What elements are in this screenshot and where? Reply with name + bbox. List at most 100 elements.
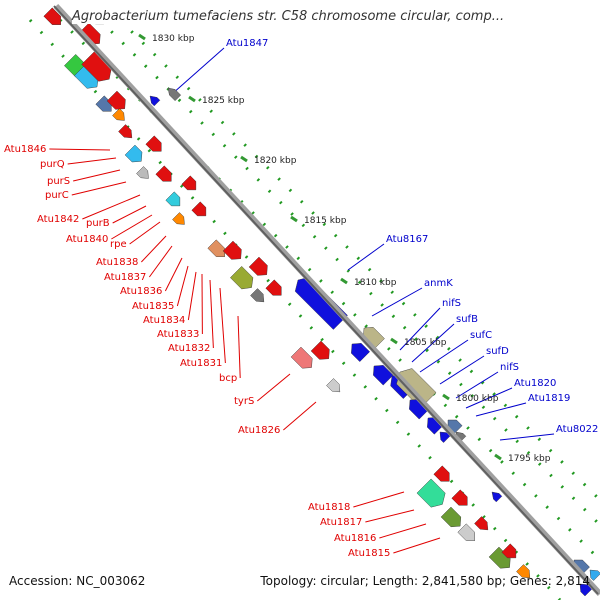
gene-arrow-forward (310, 340, 330, 360)
forward-connector (379, 523, 427, 539)
gene-arrow-forward (326, 378, 341, 393)
gene-arrow (516, 564, 531, 579)
gene-arrow-forward (165, 191, 181, 207)
gene-arrow-forward (136, 166, 149, 179)
scale-tick (340, 277, 348, 285)
gene-label-forward: Atu1842 (37, 214, 79, 225)
chromosome-backbone-edge (53, 5, 599, 595)
dotted-guides (28, 18, 600, 600)
forward-connector (187, 271, 197, 321)
gene-label-forward: Atu1817 (320, 517, 362, 528)
gene-label-forward: Atu1837 (104, 272, 146, 283)
gene-arrow-reverse (294, 276, 348, 330)
gene-label-forward: Atu1836 (120, 286, 162, 297)
gene-label-forward: purC (45, 190, 69, 201)
scale-tick (390, 337, 398, 345)
scale-label: 1810 kbp (354, 278, 397, 288)
gene-label-reverse: sufD (486, 346, 509, 357)
gene-arrow-forward (191, 201, 207, 217)
gene-arrow (416, 478, 446, 508)
gene-label-forward: purB (86, 218, 110, 229)
forward-connector (393, 537, 441, 554)
gene-label-reverse: sufC (470, 330, 492, 341)
reverse-connector (411, 323, 455, 363)
topology-label: Topology: circular; Length: 2,841,580 bp… (260, 574, 590, 588)
gene-arrow-forward (181, 175, 197, 191)
reverse-connector (371, 287, 423, 317)
scale-tick (138, 33, 146, 41)
scale-tick (442, 393, 450, 401)
scale-tick (240, 155, 248, 163)
gene-arrow (433, 465, 450, 482)
gene-arrow-forward (172, 212, 185, 225)
gene-arrow (451, 489, 468, 506)
scale-tick (494, 453, 502, 461)
reverse-connector (439, 355, 485, 385)
guide-line-2 (98, 18, 600, 527)
gene-arrow (457, 523, 475, 541)
gene-arrow-forward (118, 124, 133, 139)
forward-connector (164, 257, 183, 292)
forward-connector (353, 491, 405, 508)
gene-arrow-forward (248, 256, 268, 276)
scale-label: 1820 kbp (254, 156, 297, 166)
gene-label-forward: Atu1846 (4, 144, 46, 155)
forward-connector (49, 148, 111, 151)
accession-label: Accession: NC_003062 (9, 574, 146, 588)
gene-label-reverse: Atu8167 (386, 234, 428, 245)
gene-label-reverse: Atu1820 (514, 378, 556, 389)
gene-label-reverse: Atu1847 (226, 38, 268, 49)
gene-label-reverse: sufB (456, 314, 478, 325)
gene-label-forward: bcp (219, 373, 237, 384)
gene-arrow-forward (230, 266, 254, 290)
gene-label-forward: Atu1816 (334, 533, 376, 544)
forward-connector (67, 157, 117, 165)
forward-connector (82, 194, 141, 220)
scale-label: 1805 kbp (404, 338, 447, 348)
gene-label-forward: Atu1826 (238, 425, 280, 436)
gene-arrow (579, 583, 593, 597)
forward-connector (209, 279, 214, 349)
map-title: Agrobacterium tumefaciens str. C58 chrom… (72, 9, 505, 24)
gene-arrow-forward (112, 108, 125, 121)
gene-arrow-reverse (396, 368, 437, 409)
gene-arrow-forward (124, 144, 143, 163)
gene-label-forward: Atu1818 (308, 502, 350, 513)
gene-arrow-forward (145, 135, 162, 152)
reverse-connector (347, 243, 385, 271)
forward-connector (219, 287, 226, 364)
forward-connector (112, 205, 147, 224)
gene-label-forward: Atu1815 (348, 548, 390, 559)
forward-connector (176, 265, 189, 307)
forward-connector (148, 245, 173, 278)
gene-label-forward: Atu1840 (66, 234, 108, 245)
gene-label-forward: Atu1833 (157, 329, 199, 340)
gene-arrow-forward (290, 346, 313, 369)
reverse-connector (499, 433, 555, 441)
chromosome-backbone (53, 3, 600, 597)
reverse-connector (399, 307, 441, 351)
gene-arrow-forward (250, 288, 265, 303)
gene-label-reverse: Atu1819 (528, 393, 570, 404)
gene-arrow-reverse (373, 365, 394, 386)
gene-arrow-reverse (491, 491, 503, 503)
gene-arrow (589, 569, 600, 581)
forward-connector (141, 235, 167, 263)
gene-arrow-forward (43, 7, 61, 25)
forward-connector (111, 214, 153, 240)
gene-label-forward: purQ (40, 159, 65, 170)
gene-arrow-reverse (351, 343, 370, 362)
gene-arrow-forward (222, 240, 242, 260)
gene-arrow-reverse (149, 95, 161, 107)
gene-arrow (501, 543, 517, 559)
forward-connector (71, 181, 127, 196)
scale-label: 1815 kbp (304, 216, 347, 226)
gene-label-reverse: nifS (442, 298, 461, 309)
scale-label: 1825 kbp (202, 96, 245, 106)
reverse-connector (455, 371, 499, 399)
gene-label-forward: tyrS (234, 396, 254, 407)
scale-label: 1800 kbp (456, 394, 499, 404)
forward-connector (129, 221, 161, 245)
